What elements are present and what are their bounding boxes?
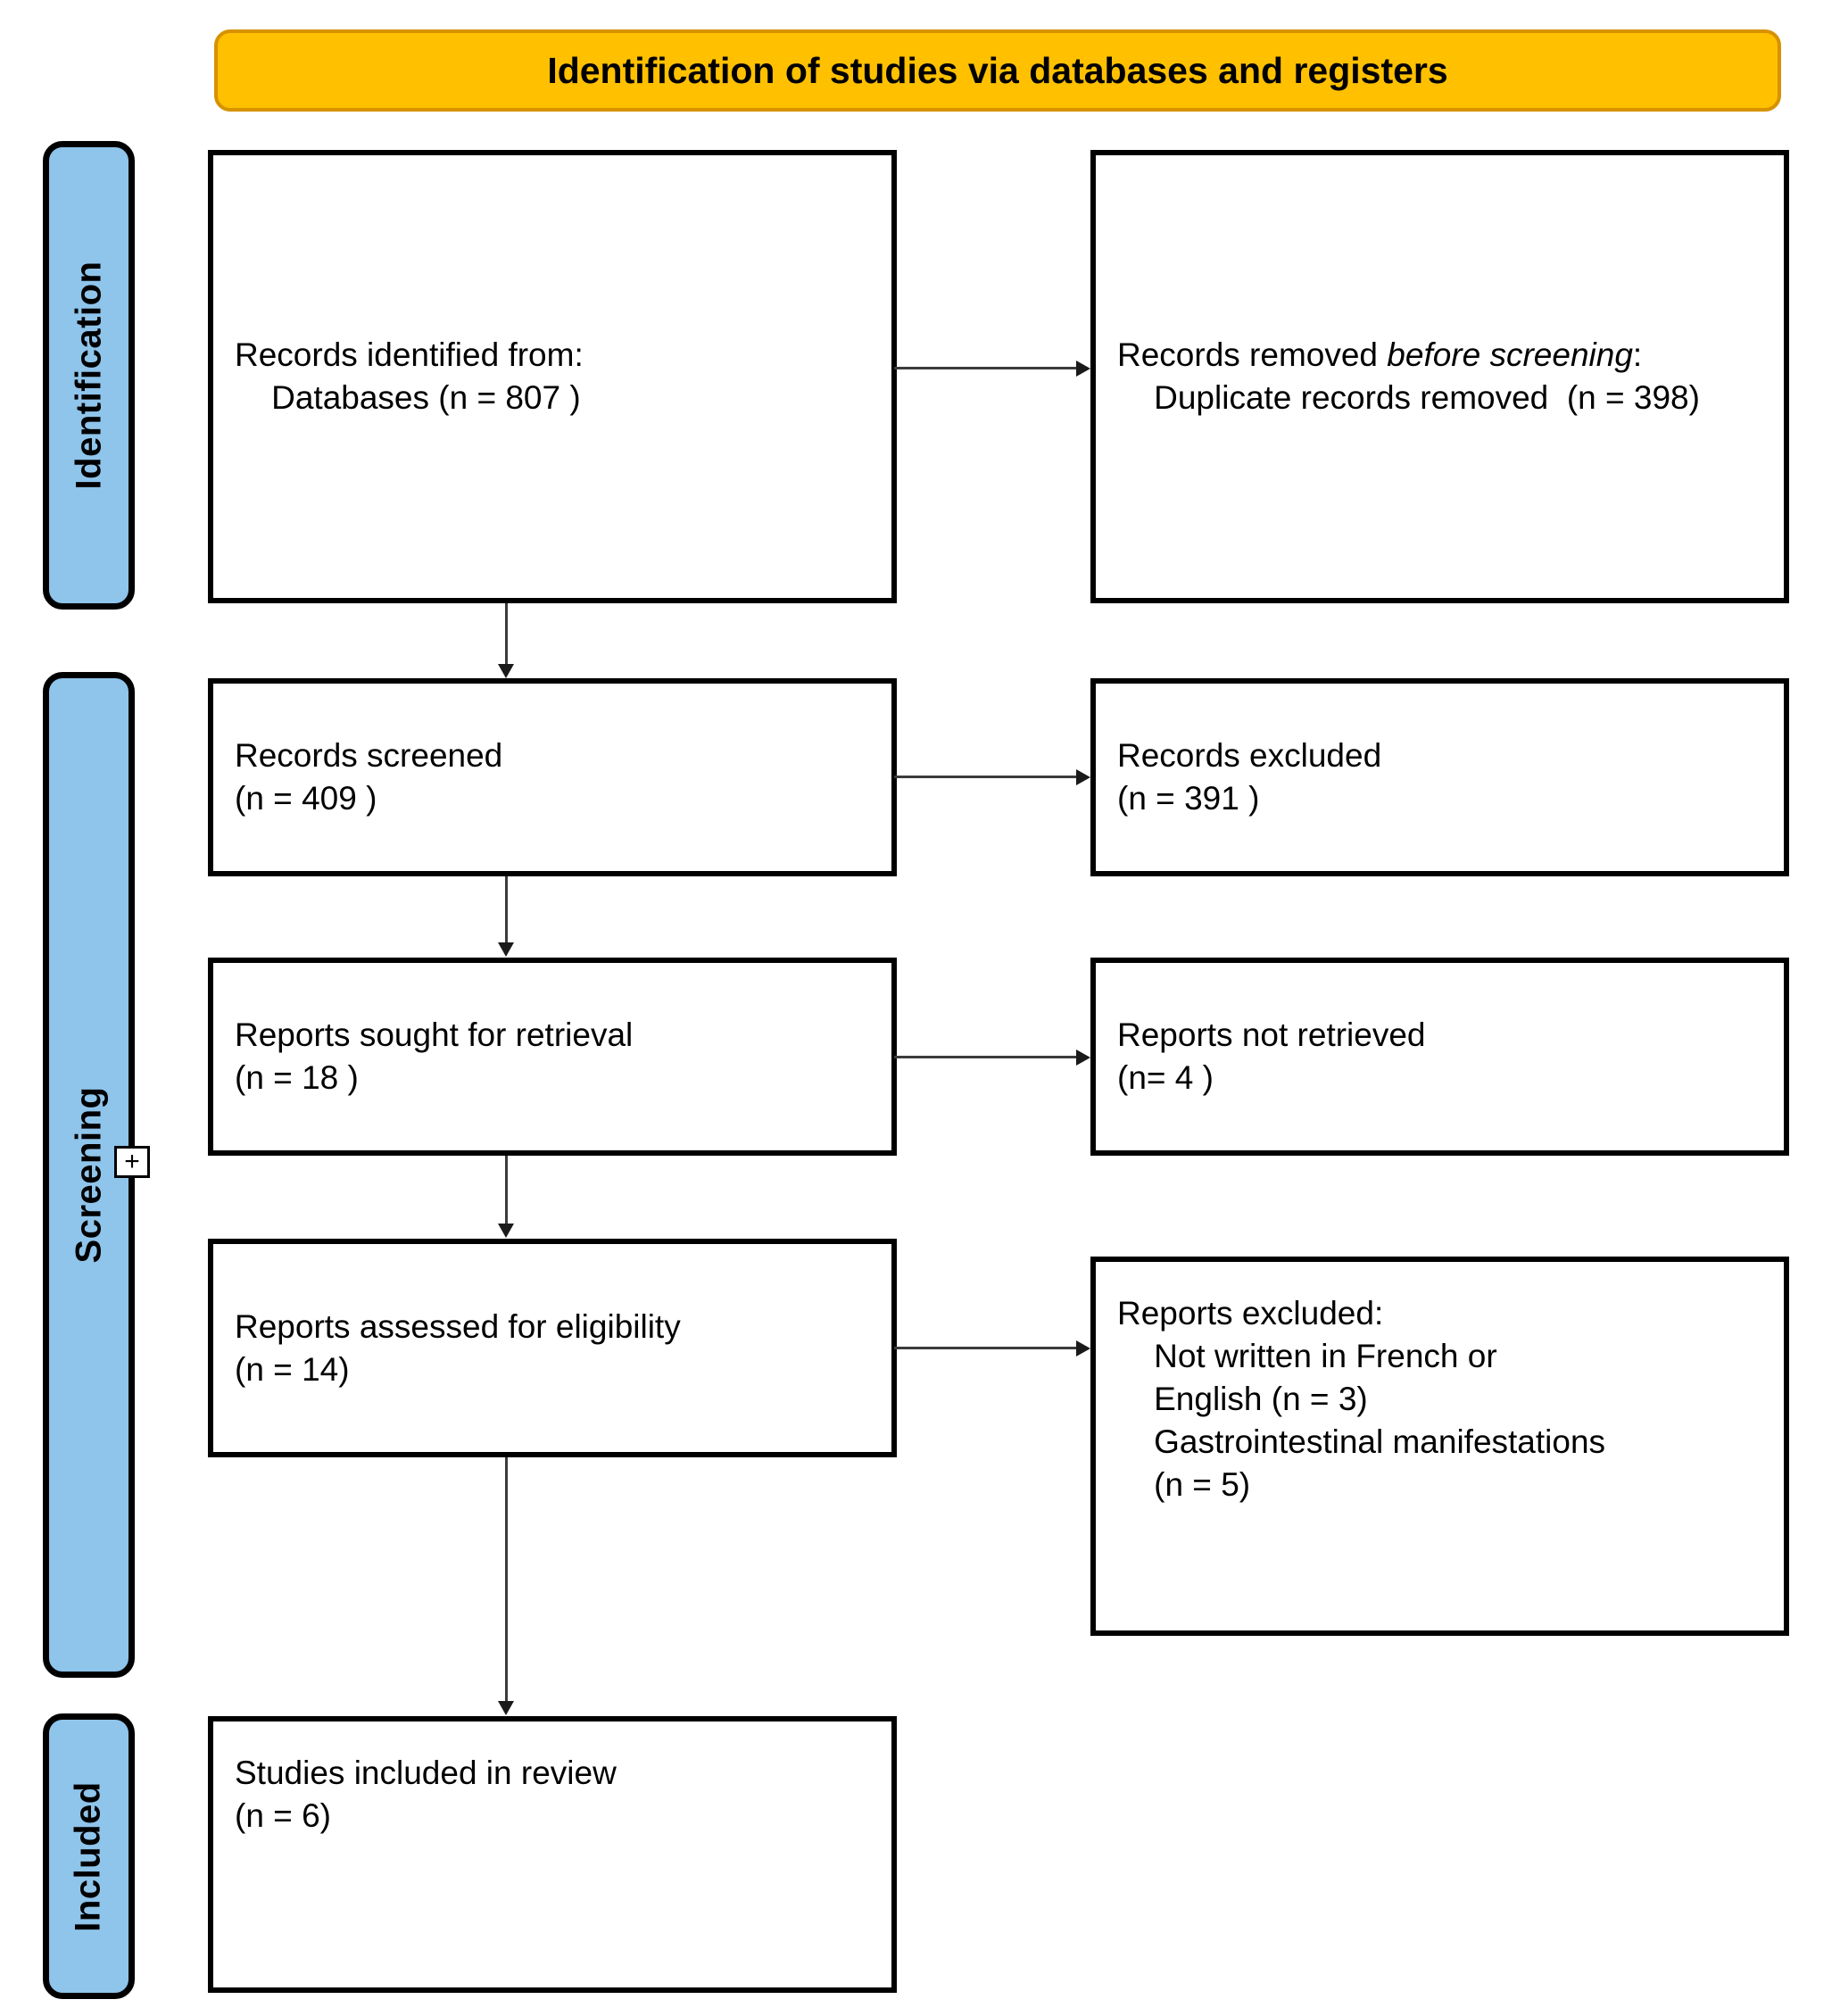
records-screened-line1: Records screened [235,736,503,774]
reports-excluded-line1: Reports excluded: [1117,1295,1384,1332]
expand-plus-icon[interactable]: + [114,1146,150,1178]
box-records-screened-text: Records screened (n = 409 ) [235,734,879,820]
box-records-screened: Records screened (n = 409 ) [208,678,897,876]
diagram-title: Identification of studies via databases … [547,49,1448,91]
stage-label-identification: Identification [43,141,135,610]
records-screened-line2: (n = 409 ) [235,780,377,817]
box-records-excluded-text: Records excluded (n = 391 ) [1117,734,1771,820]
reports-excluded-line3: English (n = 3) [1117,1381,1368,1418]
stage-label-screening-text: Screening [69,1086,108,1264]
studies-included-line2: (n = 6) [235,1797,331,1835]
stage-label-included-text: Included [69,1780,109,1932]
reports-not-retrieved-line1: Reports not retrieved [1117,1016,1426,1053]
box-reports-sought-text: Reports sought for retrieval (n = 18 ) [235,1014,879,1099]
reports-assessed-line1: Reports assessed for eligibility [235,1307,681,1345]
records-removed-colon: : [1632,336,1643,373]
stage-label-included: Included [43,1713,135,1999]
reports-sought-line1: Reports sought for retrieval [235,1016,634,1053]
stage-label-identification-text: Identification [69,261,109,490]
box-studies-included-text: Studies included in review (n = 6) [235,1752,879,1838]
records-removed-lead: Records removed [1117,336,1388,373]
diagram-header-banner: Identification of studies via databases … [214,29,1781,112]
box-records-identified-text: Records identified from: Databases (n = … [235,334,879,419]
box-reports-sought: Reports sought for retrieval (n = 18 ) [208,958,897,1156]
box-records-removed-text: Records removed before screening: Duplic… [1117,334,1771,419]
box-reports-excluded: Reports excluded: Not written in French … [1090,1257,1789,1636]
box-reports-assessed-text: Reports assessed for eligibility (n = 14… [235,1305,879,1390]
reports-sought-line2: (n = 18 ) [235,1059,359,1096]
reports-excluded-line4: Gastrointestinal manifestations [1117,1423,1606,1461]
box-reports-not-retrieved: Reports not retrieved (n= 4 ) [1090,958,1789,1156]
reports-not-retrieved-line2: (n= 4 ) [1117,1059,1214,1096]
records-identified-line1: Records identified from: [235,336,584,373]
reports-excluded-line5: (n = 5) [1117,1466,1251,1504]
box-records-identified: Records identified from: Databases (n = … [208,150,897,603]
box-studies-included: Studies included in review (n = 6) [208,1716,897,1993]
records-removed-detail: Duplicate records removed (n = 398) [1117,379,1700,416]
records-excluded-line2: (n = 391 ) [1117,780,1260,817]
reports-assessed-line2: (n = 14) [235,1350,350,1388]
box-reports-excluded-text: Reports excluded: Not written in French … [1117,1292,1771,1506]
box-reports-not-retrieved-text: Reports not retrieved (n= 4 ) [1117,1014,1771,1099]
box-reports-assessed: Reports assessed for eligibility (n = 14… [208,1239,897,1457]
records-excluded-line1: Records excluded [1117,736,1382,774]
box-records-excluded: Records excluded (n = 391 ) [1090,678,1789,876]
records-removed-italic: before screening [1387,336,1633,373]
records-identified-line2: Databases (n = 807 ) [235,379,581,416]
box-records-removed-before-screening: Records removed before screening: Duplic… [1090,150,1789,603]
reports-excluded-line2: Not written in French or [1117,1338,1497,1375]
studies-included-line1: Studies included in review [235,1755,617,1791]
